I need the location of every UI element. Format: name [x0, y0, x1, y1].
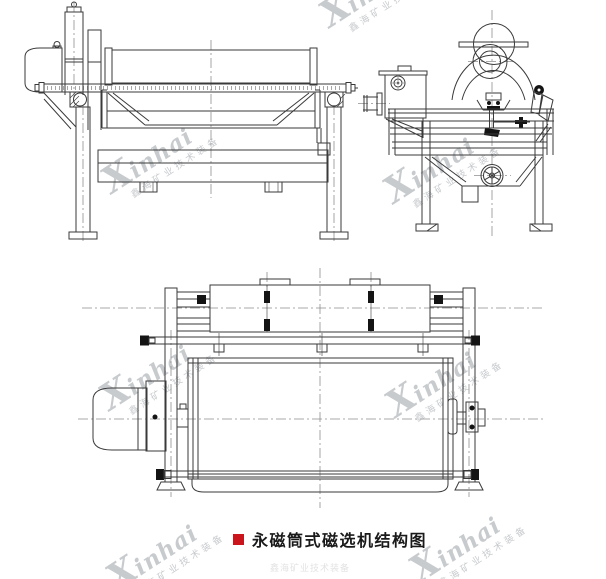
magnetic-drum-front: [187, 357, 454, 480]
shaft-end-bearing: [447, 398, 486, 435]
magnetic-drum-side: [104, 47, 318, 86]
drum-end-housing: [451, 23, 536, 101]
discharge-hopper: [424, 156, 543, 203]
drive-motor-front: [92, 380, 189, 452]
tie-rail: [140, 333, 480, 356]
tank-bottom: [156, 479, 484, 493]
end-view-feet: [415, 223, 553, 232]
shaft-gland-piping: [476, 92, 530, 137]
separation-trough: [101, 89, 331, 156]
view-side-elevation: [24, 1, 358, 241]
view-end-elevation: [358, 10, 554, 236]
caption-text: 永磁筒式磁选机结构图: [252, 531, 428, 550]
bottom-tie-rod: [156, 469, 479, 480]
view-front-elevation: [78, 268, 545, 508]
magnet-adjustment-box: [209, 278, 431, 333]
frame-bands: [388, 108, 554, 224]
handwheel: [480, 164, 504, 187]
red-square-bullet-icon: [233, 533, 244, 545]
drive-motor: [24, 41, 63, 93]
ghost-watermark-text: 鑫海矿业技术装备: [270, 564, 351, 574]
figure-caption: 永磁筒式磁选机结构图: [233, 527, 427, 551]
tailings-tank: [97, 149, 329, 193]
support-legs: [68, 106, 349, 240]
gear-reducer: [64, 1, 102, 130]
